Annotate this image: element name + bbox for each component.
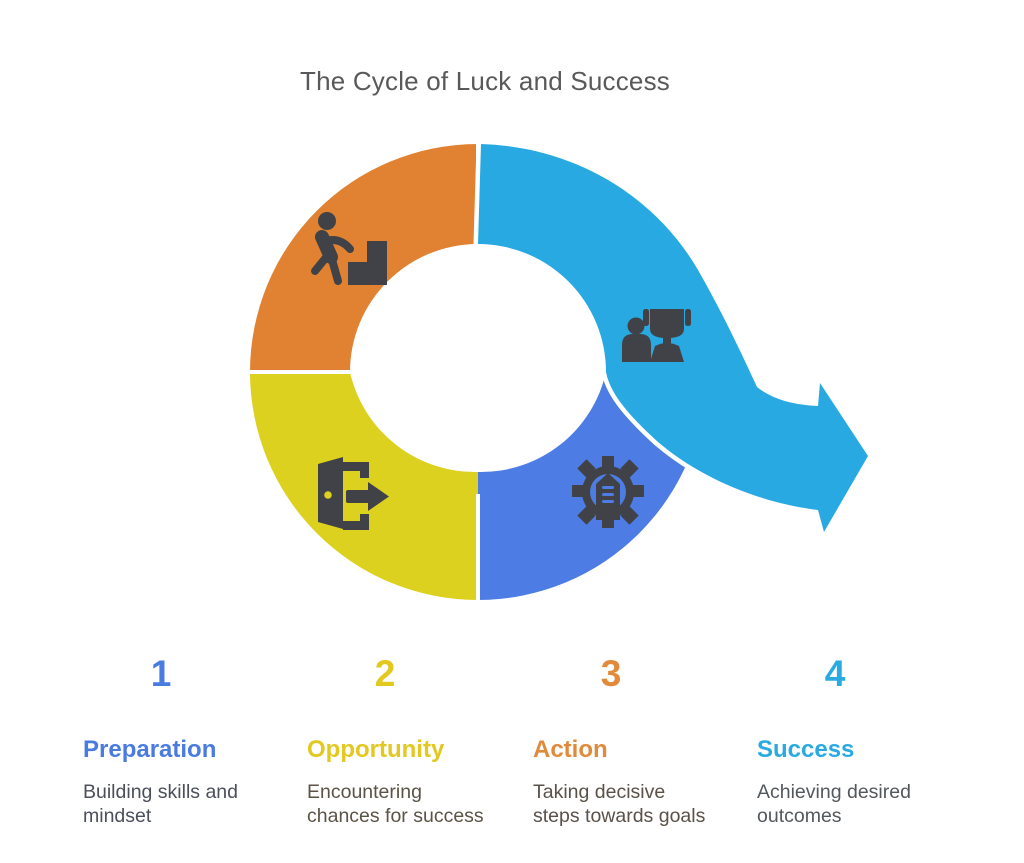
segment-success-arrow — [478, 144, 868, 532]
step-description: Achieving desired outcomes — [757, 781, 911, 827]
step-column-success: 4 Success Achieving desired outcomes — [757, 652, 975, 828]
step-label: Preparation — [83, 736, 217, 763]
step-column-preparation: 1 Preparation Building skills and mindse… — [83, 652, 301, 828]
step-column-opportunity: 2 Opportunity Encountering chances for s… — [307, 652, 525, 828]
door-knob — [324, 491, 332, 499]
step-column-action: 3 Action Taking decisive steps towards g… — [533, 652, 751, 828]
step-label: Action — [533, 736, 608, 763]
stairs-icon — [311, 212, 387, 285]
step-description: Building skills and mindset — [83, 781, 239, 827]
step-number: 4 — [824, 653, 846, 694]
segment-opportunity — [250, 372, 478, 600]
door-exit-icon — [318, 457, 389, 530]
step-label: Success — [757, 736, 855, 763]
page-title: The Cycle of Luck and Success — [300, 66, 670, 96]
step-number: 2 — [374, 653, 396, 694]
gear-document — [596, 473, 620, 520]
step-description: Encountering chances for success — [307, 781, 484, 827]
segment-action — [250, 144, 478, 372]
step-number: 1 — [150, 653, 172, 694]
gear-icon — [572, 456, 644, 528]
step-number: 3 — [600, 653, 622, 694]
gear-document-lines — [602, 486, 614, 503]
person-trophy-icon — [622, 309, 691, 362]
step-description: Taking decisive steps towards goals — [533, 781, 706, 827]
step-label: Opportunity — [307, 736, 445, 763]
